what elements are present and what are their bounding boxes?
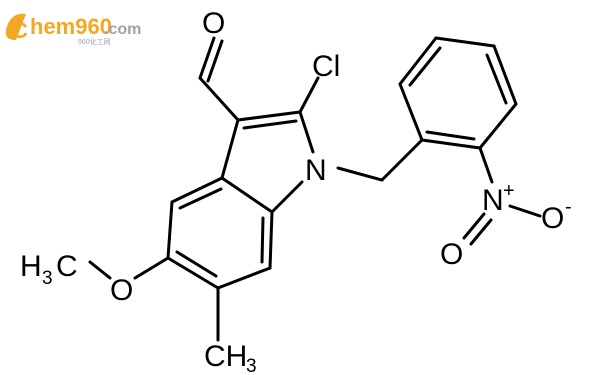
bond-ph6-ph5: [398, 36, 438, 86]
atom-methoxy-oxygen: O: [110, 274, 133, 307]
nitro-nitrogen-charge: +: [503, 180, 515, 202]
watermark-logo: C hem960 .com 960化工网: [5, 13, 141, 46]
methoxy-methyl-h: H: [20, 250, 42, 283]
bond-ph2-no2: [478, 146, 494, 184]
bond-c3a-c4-inner: [178, 187, 223, 210]
bond-aldehyde-co-1: [198, 36, 216, 80]
bond-ph4-ph3-inner: [485, 53, 508, 105]
ring-methyl-subscript: 3: [246, 356, 257, 375]
bond-c6-c7: [216, 266, 272, 290]
bond-c5-c6-inner: [175, 250, 218, 278]
bond-ch2-phenyl: [380, 138, 424, 182]
atom-aldehyde-oxygen: O: [202, 7, 225, 40]
ring-methyl-label: CH 3: [204, 340, 257, 375]
bond-c3a-c7a: [220, 176, 274, 214]
methoxy-methyl-c: C: [56, 250, 78, 283]
atom-nitro-oxygen-bottom: O: [440, 238, 463, 271]
bond-n-o-bottom-1: [462, 212, 486, 240]
bond-n1-c7a: [270, 180, 304, 214]
bond-n-o-right: [508, 204, 542, 218]
bond-c5-c6: [166, 256, 220, 290]
atom-chlorine: Cl: [312, 50, 340, 83]
logo-swoosh: [5, 13, 26, 40]
bond-ph5-ph4: [434, 36, 496, 48]
bond-n-o-bottom-2: [469, 218, 493, 246]
bond-c7-c7a-inner: [260, 216, 265, 264]
bond-c3-c2-inner: [242, 119, 298, 130]
bond-n1-ch2: [336, 166, 384, 182]
logo-subtext: 960化工网: [78, 37, 111, 46]
bond-c2-cl: [298, 76, 320, 114]
atom-nitro-nitrogen: N: [482, 184, 504, 217]
bond-c7-c7a: [268, 210, 274, 270]
logo-c: C: [12, 18, 28, 43]
bond-o-ch3: [88, 260, 112, 280]
ring-methyl-ch: CH: [204, 340, 247, 373]
bond-ph1-ph6: [398, 82, 424, 142]
bond-ph2-ph1-inner: [425, 130, 476, 141]
bond-c2-n1: [298, 110, 315, 154]
atom-indole-nitrogen: N: [305, 154, 327, 187]
atom-labels: O Cl N N + O - O O H 3 C CH 3: [20, 7, 572, 375]
logo-name: hem960: [30, 14, 112, 39]
bond-lines: [88, 36, 542, 342]
bond-ph6-ph5-inner: [408, 46, 442, 87]
methoxy-methyl-label: H 3 C: [20, 250, 78, 289]
bond-c3a-c4: [170, 176, 224, 204]
bond-aldehyde-c3: [198, 76, 240, 122]
bond-c3-c3a: [220, 118, 240, 180]
atom-nitro-oxygen-right: O: [541, 202, 564, 235]
bond-ph2-ph1: [420, 138, 482, 150]
logo-tld: .com: [104, 21, 141, 38]
bond-aldehyde-co-2: [206, 39, 224, 83]
bond-c3-c2: [236, 110, 302, 122]
bond-c5-o: [133, 256, 170, 280]
methoxy-methyl-subscript: 3: [42, 268, 53, 289]
bond-ph3-ph2: [478, 102, 518, 150]
bond-c4-c5: [166, 200, 174, 260]
bond-ph4-ph3: [492, 44, 518, 106]
nitro-oxygen-charge: -: [565, 196, 572, 218]
